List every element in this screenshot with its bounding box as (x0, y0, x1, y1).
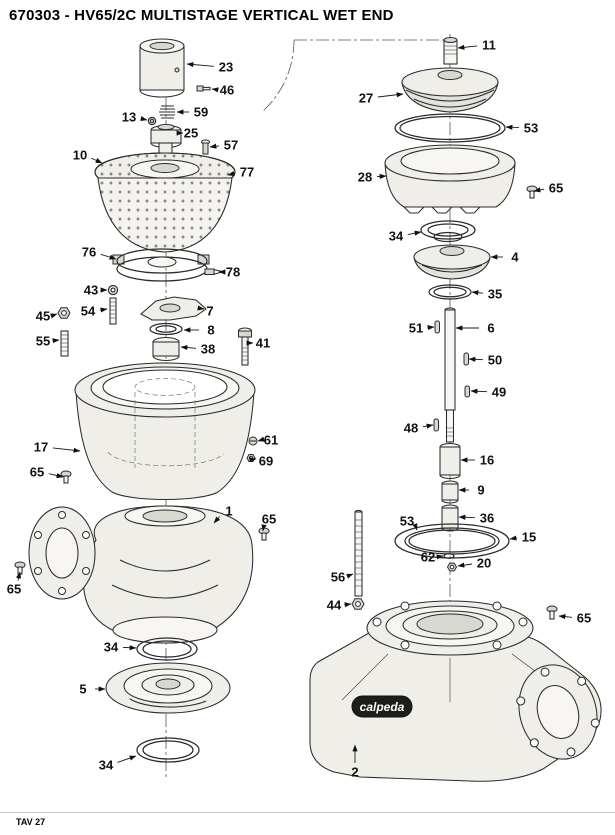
sheet-number: TAV 27 (16, 817, 46, 827)
part-shaft-end-11 (443, 37, 458, 65)
part-seal-rings-34 (420, 220, 476, 243)
part-stud-56 (354, 509, 363, 597)
part-coupling-23 (139, 38, 185, 98)
brand-logo: calpeda (351, 695, 413, 718)
part-washer-13 (147, 116, 157, 126)
part-seal-housing-15-oring-53 (394, 523, 510, 559)
part-screw-65-flange (14, 561, 26, 575)
part-stud-54 (109, 297, 117, 325)
part-impeller-27 (401, 67, 499, 113)
part-spring-59 (159, 105, 175, 119)
footer-rule (0, 812, 615, 813)
part-strainer-10-77 (94, 142, 236, 253)
part-spacer-9 (441, 480, 459, 504)
part-casing-17 (74, 362, 256, 500)
part-clamp-76 (112, 248, 210, 282)
part-pump-body-1 (28, 505, 254, 644)
part-screw-65-casing28 (526, 185, 538, 199)
part-key-48 (433, 418, 439, 432)
part-oring-34-lower (136, 737, 200, 763)
part-washer-43 (107, 284, 119, 296)
part-sleeve-16 (439, 442, 461, 480)
part-nut-69 (246, 454, 256, 462)
part-support-7 (140, 296, 207, 321)
part-key-51 (434, 320, 440, 334)
part-stud-55 (60, 330, 69, 357)
part-nut-45 (57, 307, 71, 319)
part-sleeve-38 (152, 336, 180, 362)
part-bolt-41 (237, 327, 253, 366)
part-sleeve-36 (441, 504, 459, 532)
part-oring-34-upper (136, 637, 198, 661)
part-screw-78 (204, 268, 226, 275)
part-pin-50 (463, 352, 469, 366)
part-diffuser-5 (105, 662, 231, 714)
part-shaft-6 (444, 307, 456, 443)
brand-logo-text: calpeda (360, 700, 405, 714)
part-screw-65-body (258, 527, 270, 541)
part-oring-53-top (394, 113, 506, 143)
right-assembly: calpeda (309, 37, 602, 782)
part-impeller-4 (413, 244, 491, 280)
left-assembly (14, 38, 270, 763)
part-screw-65-base (546, 605, 558, 620)
callout-leader-lines (16, 44, 573, 763)
part-screw-61 (248, 436, 258, 446)
part-base-2: calpeda (309, 600, 602, 782)
part-nut-20 (446, 562, 458, 572)
part-nut-44 (351, 598, 365, 610)
part-pin-49 (464, 385, 470, 398)
part-ring-8 (149, 322, 183, 336)
part-screw-57 (200, 139, 211, 155)
part-screw-46 (196, 85, 211, 92)
part-oring-35 (428, 284, 472, 300)
part-washer-62 (443, 553, 455, 559)
page-title: 670303 - HV65/2C MULTISTAGE VERTICAL WET… (9, 7, 394, 24)
part-stage-casing-28 (384, 144, 516, 214)
